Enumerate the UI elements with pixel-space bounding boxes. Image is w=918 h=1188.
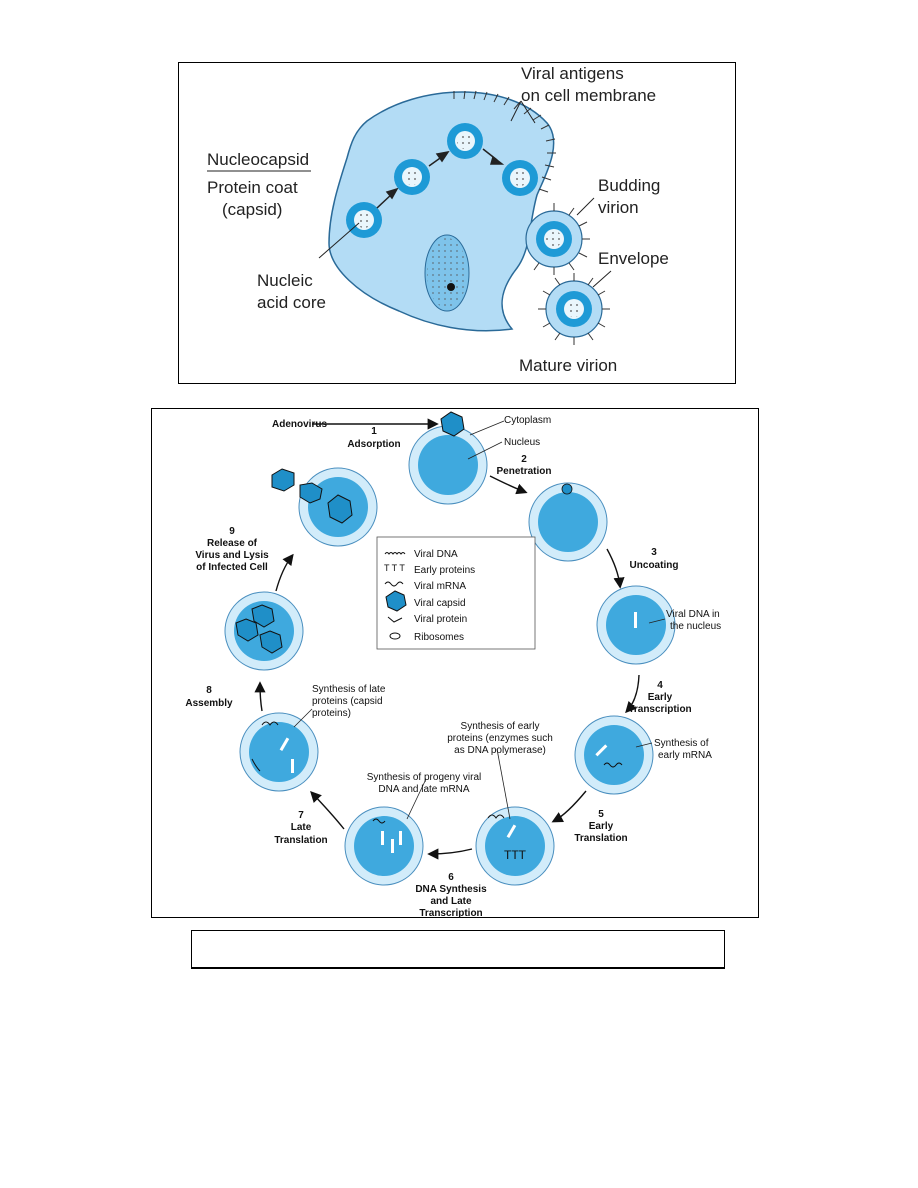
label-mature-virion: Mature virion (519, 356, 617, 375)
step-4-label-a: Early (648, 692, 673, 703)
step-9-label-b: Virus and Lysis (195, 550, 269, 561)
replication-cycle-svg: TTT (185, 411, 721, 919)
cell-step-9 (271, 467, 378, 547)
label-late-proteins-2: proteins (capsid (312, 696, 383, 707)
label-viral-antigens-2: on cell membrane (521, 86, 656, 105)
step-2-number: 2 (521, 454, 527, 465)
svg-text:TTT: TTT (504, 848, 527, 862)
step-5-number: 5 (598, 809, 604, 820)
label-progeny-dna: Synthesis of progeny viral (367, 772, 482, 783)
label-budding: Budding (598, 176, 660, 195)
step-7-number: 7 (298, 810, 304, 821)
legend: T T T Viral DNA Early proteins Viral mRN… (376, 536, 536, 650)
cycle-arrows (254, 418, 640, 860)
legend-viral-capsid: Viral capsid (414, 598, 466, 609)
caption-box (191, 930, 725, 969)
enveloped-virus-budding-diagram: Viral antigens on cell membrane Nucleoca… (178, 62, 736, 384)
host-cell (328, 91, 555, 332)
cell-step-6 (344, 806, 424, 886)
cell-step-1 (408, 425, 488, 505)
label-late-proteins: Synthesis of late (312, 684, 386, 695)
nucleocapsid-2 (394, 159, 430, 195)
label-early-proteins-synth: Synthesis of early (461, 721, 540, 732)
label-early-mrna: Synthesis of (654, 738, 709, 749)
label-viral-dna-nucleus: Viral DNA in (666, 609, 720, 620)
step-1-number: 1 (371, 426, 377, 437)
movement-arrows (376, 148, 505, 209)
cell-step-5: TTT (475, 806, 555, 886)
label-leader-lines (318, 100, 612, 288)
label-viral-antigens: Viral antigens (521, 64, 624, 83)
label-nucleus: Nucleus (504, 437, 540, 448)
adenovirus-replication-cycle-diagram: TTT (151, 408, 759, 919)
legend-early-proteins: Early proteins (414, 565, 475, 576)
step-8-label: Assembly (185, 698, 233, 709)
legend-ribosomes: Ribosomes (414, 632, 464, 643)
cell-step-3 (596, 585, 676, 665)
step-6-number: 6 (448, 872, 454, 883)
step-9-label-c: of Infected Cell (196, 562, 268, 573)
legend-viral-mrna: Viral mRNA (414, 581, 466, 592)
label-early-proteins-synth-2: proteins (enzymes such (447, 733, 553, 744)
label-viral-dna-nucleus-2: the nucleus (670, 621, 721, 632)
step-6-label-c: Transcription (419, 908, 482, 919)
budding-virion (525, 203, 590, 275)
label-adenovirus: Adenovirus (272, 419, 327, 430)
label-late-proteins-3: proteins) (312, 708, 351, 719)
budding-diagram-svg: Viral antigens on cell membrane Nucleoca… (207, 64, 669, 375)
step-7-label-b: Translation (274, 835, 327, 846)
viral-protein-icon (387, 616, 403, 623)
cell-step-7 (239, 712, 319, 792)
viral-capsid-icon (385, 590, 407, 612)
label-capsid: (capsid) (222, 200, 282, 219)
adenovirus-particle (440, 411, 465, 437)
label-leader-lines (293, 420, 666, 820)
step-4-label-b: Transcription (628, 704, 691, 715)
step-2-label: Penetration (496, 466, 551, 477)
nucleocapsid-1 (346, 202, 382, 238)
step-7-label-a: Late (291, 822, 312, 833)
mature-virion (538, 273, 610, 345)
step-6-label-b: and Late (430, 896, 472, 907)
label-protein-coat: Protein coat (207, 178, 298, 197)
cell-step-2 (528, 482, 608, 562)
step-1-label: Adsorption (347, 439, 400, 450)
nucleocapsid-4 (502, 160, 538, 196)
label-nucleocapsid: Nucleocapsid (207, 150, 309, 169)
step-4-number: 4 (657, 680, 663, 691)
label-acid-core: acid core (257, 293, 326, 312)
step-3-label: Uncoating (630, 560, 679, 571)
cell-step-4 (574, 715, 654, 795)
viral-mrna-icon (384, 581, 404, 587)
viral-antigen-spikes (453, 90, 556, 193)
ribosome-icon (389, 632, 401, 640)
cell-step-8 (224, 591, 304, 671)
label-cytoplasm: Cytoplasm (504, 415, 551, 426)
early-proteins-icon: T T T (384, 563, 405, 573)
label-virion: virion (598, 198, 639, 217)
legend-viral-protein: Viral protein (414, 614, 467, 625)
nucleocapsid-3 (447, 123, 483, 159)
legend-viral-dna: Viral DNA (414, 549, 458, 560)
label-nucleic: Nucleic (257, 271, 313, 290)
step-6-label-a: DNA Synthesis (415, 884, 487, 895)
label-progeny-dna-2: DNA and late mRNA (378, 784, 469, 795)
viral-dna-icon (384, 552, 406, 555)
step-9-label-a: Release of (207, 538, 258, 549)
step-5-label-b: Translation (574, 833, 627, 844)
step-5-label-a: Early (589, 821, 614, 832)
label-envelope: Envelope (598, 249, 669, 268)
label-early-proteins-synth-3: as DNA polymerase) (454, 745, 546, 756)
step-8-number: 8 (206, 685, 212, 696)
step-3-number: 3 (651, 547, 657, 558)
label-early-mrna-2: early mRNA (658, 750, 712, 761)
step-9-number: 9 (229, 526, 235, 537)
